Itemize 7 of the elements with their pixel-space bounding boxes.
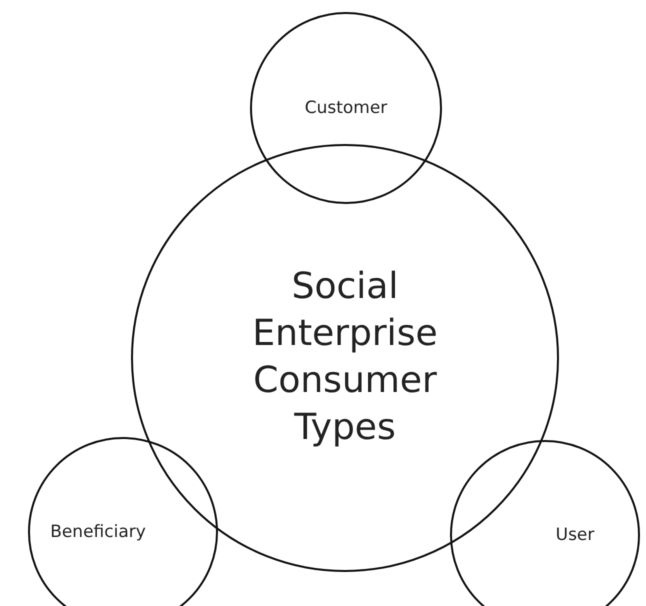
circle — [450, 440, 640, 606]
circle — [250, 12, 442, 204]
circle-label: User — [556, 524, 594, 546]
circle-label: Customer — [304, 96, 388, 120]
circle-label: Beneficiary — [50, 520, 146, 544]
circle-label: Social Enterprise Consumer Types — [251, 265, 439, 450]
circle — [28, 437, 218, 606]
